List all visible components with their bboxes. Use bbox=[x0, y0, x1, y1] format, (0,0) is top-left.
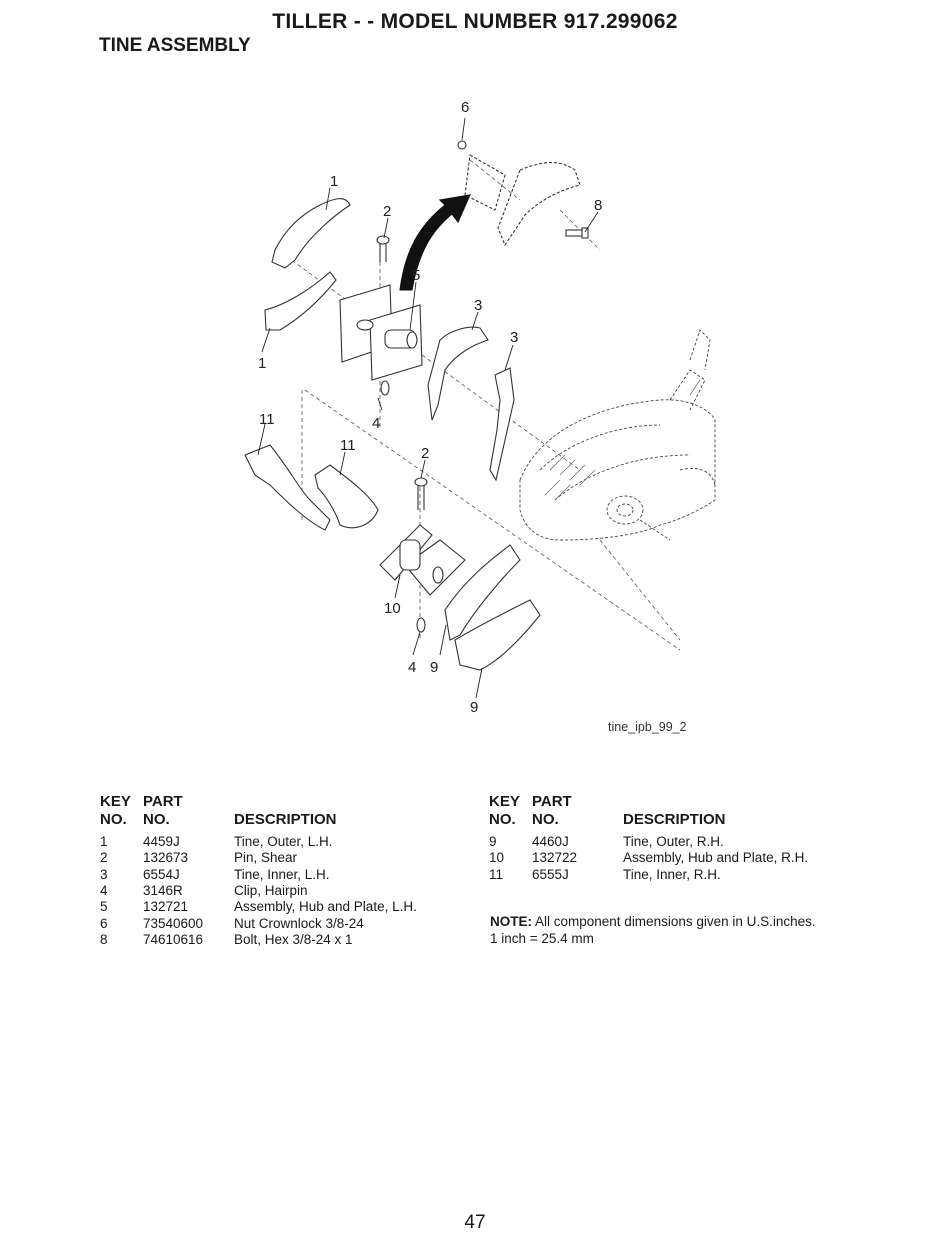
tiller-body-outline bbox=[519, 329, 716, 541]
part-key-number: 6 bbox=[100, 915, 108, 931]
shear-pin-top bbox=[376, 235, 390, 262]
exploded-parts-diagram: 6 1 2 8 5 3 3 1 11 4 11 2 10 4 9 9 bbox=[244, 99, 716, 716]
tine-outer-lh-bottom bbox=[264, 271, 337, 331]
part-number: 132673 bbox=[143, 850, 189, 866]
part-description: Tine, Inner, L.H. bbox=[234, 866, 330, 882]
part-key-number: 11 bbox=[489, 866, 504, 882]
hairpin-clip-bottom bbox=[416, 617, 426, 633]
callout-9-bottom: 9 bbox=[470, 699, 478, 716]
part-number: 132721 bbox=[143, 899, 189, 915]
tine-inner-rh-right bbox=[314, 464, 379, 529]
part-description: Assembly, Hub and Plate, L.H. bbox=[234, 899, 417, 915]
callout-3-right: 3 bbox=[510, 329, 518, 346]
tine-outer-rh-right bbox=[454, 599, 541, 671]
page-title: TILLER - - MODEL NUMBER 917.299062 bbox=[272, 10, 678, 33]
note-text: All component dimensions given in U.S.in… bbox=[532, 914, 816, 929]
part-number: 4460J bbox=[532, 834, 569, 849]
tine-outer-lh-top bbox=[271, 198, 351, 269]
header-key-bottom: NO. bbox=[100, 811, 127, 828]
part-number: 4459J bbox=[143, 834, 180, 849]
crownlock-nut bbox=[457, 140, 467, 150]
part-description: Clip, Hairpin bbox=[234, 882, 308, 898]
tine-inner-lh-right bbox=[489, 367, 515, 482]
page-number: 47 bbox=[464, 1212, 486, 1233]
callout-11-left: 11 bbox=[259, 411, 275, 428]
part-description: Bolt, Hex 3/8-24 x 1 bbox=[234, 931, 353, 947]
callout-5: 5 bbox=[412, 267, 420, 284]
hairpin-clip-top bbox=[380, 380, 390, 396]
part-key-number: 4 bbox=[100, 882, 108, 898]
part-description: Assembly, Hub and Plate, R.H. bbox=[623, 850, 809, 866]
note-conversion: 1 inch = 25.4 mm bbox=[490, 931, 594, 946]
ghost-tine-top bbox=[464, 154, 581, 247]
header-key-top: KEY bbox=[100, 793, 131, 810]
hex-bolt bbox=[565, 227, 589, 239]
callout-4-bottom: 4 bbox=[408, 659, 416, 676]
callout-10: 10 bbox=[384, 600, 401, 617]
part-number: 132722 bbox=[532, 850, 578, 866]
part-number: 6555J bbox=[532, 866, 569, 882]
header-description: DESCRIPTION bbox=[623, 811, 726, 828]
callout-leaders bbox=[257, 117, 599, 699]
header-key-top: KEY bbox=[489, 793, 520, 810]
part-number: 3146R bbox=[143, 882, 183, 898]
callout-9-left: 9 bbox=[430, 659, 438, 676]
tiller-hatching bbox=[544, 379, 701, 501]
note-label: NOTE: bbox=[490, 914, 532, 929]
part-key-number: 8 bbox=[100, 931, 108, 947]
callout-2-bottom: 2 bbox=[421, 445, 429, 462]
part-description: Pin, Shear bbox=[234, 850, 298, 866]
shear-pin-bottom bbox=[414, 477, 428, 510]
header-part-bottom: NO. bbox=[532, 811, 559, 828]
part-key-number: 5 bbox=[100, 899, 108, 915]
tine-outer-rh-left bbox=[444, 544, 521, 641]
part-number: 6554J bbox=[143, 866, 180, 882]
header-part-top: PART bbox=[532, 793, 572, 810]
callout-11-right: 11 bbox=[340, 437, 356, 454]
callout-4-top: 4 bbox=[372, 415, 380, 432]
callout-6: 6 bbox=[461, 99, 469, 116]
callout-1-top: 1 bbox=[330, 173, 338, 190]
part-number: 73540600 bbox=[143, 915, 204, 931]
hub-plate-lh bbox=[339, 284, 423, 381]
header-description: DESCRIPTION bbox=[234, 811, 337, 828]
callout-8: 8 bbox=[594, 197, 602, 214]
callout-numbers: 6 1 2 8 5 3 3 1 11 4 11 2 10 4 9 9 bbox=[258, 99, 602, 716]
part-key-number: 9 bbox=[489, 834, 497, 849]
part-key-number: 1 bbox=[100, 834, 108, 849]
section-title: TINE ASSEMBLY bbox=[99, 35, 251, 56]
part-description: Tine, Outer, R.H. bbox=[623, 834, 724, 849]
callout-2-top: 2 bbox=[383, 203, 391, 220]
note-block: NOTE: All component dimensions given in … bbox=[490, 913, 816, 947]
tine-inner-rh-left bbox=[244, 444, 331, 531]
header-part-top: PART bbox=[143, 793, 183, 810]
part-key-number: 10 bbox=[489, 850, 505, 866]
part-number: 74610616 bbox=[143, 931, 204, 947]
part-key-number: 2 bbox=[100, 850, 108, 866]
tine-inner-lh-left bbox=[427, 326, 489, 421]
header-part-bottom: NO. bbox=[143, 811, 170, 828]
parts-table-right: KEY PART NO. NO. DESCRIPTION 9 4460J Tine,… bbox=[489, 793, 889, 903]
part-description: Tine, Outer, L.H. bbox=[234, 834, 333, 849]
parts-table-left: KEY PART NO. NO. DESCRIPTION 1 4459J Tine,… bbox=[100, 793, 460, 953]
callout-3-left: 3 bbox=[474, 297, 482, 314]
part-key-number: 3 bbox=[100, 866, 108, 882]
header-key-bottom: NO. bbox=[489, 811, 516, 828]
image-reference-label: tine_ipb_99_2 bbox=[608, 720, 687, 734]
hub-plate-rh bbox=[379, 524, 466, 596]
direction-arrow bbox=[399, 194, 471, 291]
callout-1-bottom: 1 bbox=[258, 355, 266, 372]
part-description: Tine, Inner, R.H. bbox=[623, 866, 721, 882]
part-description: Nut Crownlock 3/8-24 bbox=[234, 915, 364, 931]
